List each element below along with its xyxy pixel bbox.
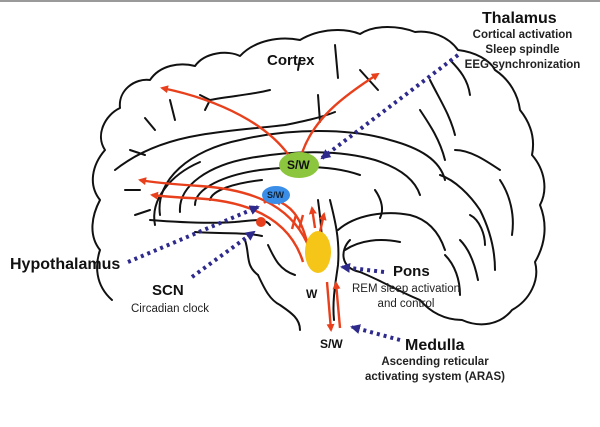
pathway-arrow — [297, 214, 305, 230]
brainstem-arrow-down — [325, 281, 335, 332]
medulla-functions: Ascending reticular activating system (A… — [355, 355, 515, 385]
scn-pointer — [190, 230, 256, 279]
pathway-arrow — [318, 212, 327, 233]
medulla-label: Medulla — [405, 337, 465, 354]
thalamus-functions: Cortical activation Sleep spindle EEG sy… — [455, 28, 590, 73]
diencephalon-outline — [149, 219, 271, 226]
pathway-arrow — [150, 191, 305, 263]
corpus-callosum-outline — [158, 130, 446, 216]
pathway-arrow — [290, 214, 298, 230]
cingulate-outline — [153, 161, 201, 226]
pathway-arrow — [298, 72, 380, 161]
thalamus-label: Thalamus — [482, 10, 557, 27]
thalamus-function: Cortical activation — [472, 29, 573, 41]
thalamus-pointer — [320, 53, 460, 160]
pons-label: Pons — [393, 263, 430, 280]
pons-functions: REM sleep activation and control — [346, 282, 466, 312]
hypothalamus-label: Hypothalamus — [10, 256, 121, 273]
scn-node — [256, 217, 266, 227]
scn-label: SCN — [152, 282, 184, 299]
hypothalamus-node-label: S/W — [267, 190, 284, 200]
medulla-function: Ascending reticular — [381, 356, 489, 368]
top-border — [0, 0, 600, 2]
cortex-label: Cortex — [267, 52, 315, 69]
hypothalamus-node — [262, 186, 290, 204]
medulla-pointer — [350, 324, 401, 342]
pons-function: and control — [377, 298, 435, 310]
medulla-function: activating system (ARAS) — [365, 371, 505, 383]
brainstem-arrow-up — [332, 281, 342, 329]
hypothalamus-pointer — [127, 205, 260, 264]
pathway-arrow — [160, 85, 294, 161]
brainstem-sw-label: S/W — [320, 337, 343, 351]
cerebellum-outline — [337, 212, 446, 251]
cortex-outer-outline — [91, 26, 546, 326]
pathway-arrow — [138, 177, 312, 251]
pathway-arrow — [308, 206, 317, 229]
pons-function: REM sleep activation — [351, 283, 461, 295]
pons-pointer — [340, 262, 385, 274]
pons-node — [305, 231, 331, 273]
brainstem-w-label: W — [306, 287, 318, 301]
scn-function: Circadian clock — [131, 303, 209, 315]
thalamus-function: EEG synchronization — [464, 59, 581, 71]
brain-outline — [91, 26, 546, 331]
thalamus-node — [279, 152, 319, 178]
brainstem-outline — [257, 274, 301, 331]
thalamus-function: Sleep spindle — [485, 44, 560, 56]
dotted-pointers — [127, 53, 460, 342]
thalamus-node-label: S/W — [287, 158, 310, 172]
pathway-arrows — [138, 72, 380, 332]
